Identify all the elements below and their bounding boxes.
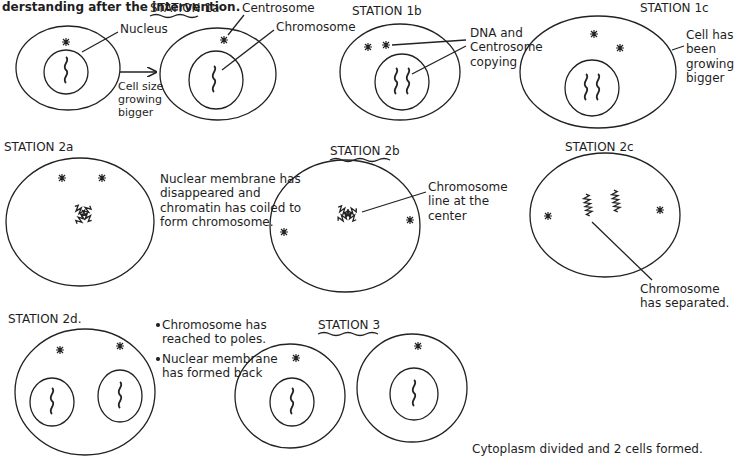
arrow-label: Cell size growing bigger — [118, 80, 164, 120]
callout-label: Nucleus — [120, 22, 168, 36]
note-text: Nuclear membrane has formed back — [162, 352, 286, 381]
station-title: STATION 2d. — [8, 312, 81, 326]
station-title: STATION 1c — [640, 1, 709, 15]
station-title: STATION 1b — [352, 4, 422, 18]
note-text: Nuclear membrane has disappeared and chr… — [160, 172, 302, 230]
station-title: STATION 2c — [565, 140, 634, 154]
callout-label: Cell has been growing bigger — [686, 28, 746, 86]
callout-label: Chromosome line at the center — [428, 180, 502, 223]
note-text: Chromosome has reached to poles. — [162, 318, 286, 347]
station-title: STATION 2a — [4, 140, 73, 154]
callout-label: DNA and Centrosome copying — [470, 26, 550, 69]
station-title: STATION 1a — [150, 1, 219, 15]
station-title: STATION 3 — [318, 318, 380, 332]
callout-label: Chromosome has separated. — [640, 282, 730, 311]
callout-label: Chromosome — [276, 20, 356, 34]
note-text: Cytoplasm divided and 2 cells formed. — [472, 442, 703, 456]
station-title: STATION 2b — [330, 144, 400, 158]
callout-label: Centrosome — [242, 1, 315, 15]
